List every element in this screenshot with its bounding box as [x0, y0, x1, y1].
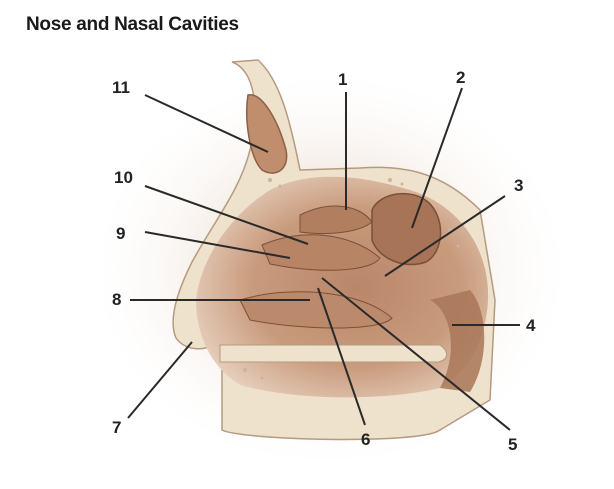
- diagram-title: Nose and Nasal Cavities: [26, 14, 239, 35]
- label-7: 7: [112, 418, 122, 437]
- frontal-sinus: [246, 94, 288, 174]
- hard-palate: [219, 344, 447, 363]
- label-11: 11: [112, 78, 130, 97]
- leader-lines: [127, 87, 520, 431]
- label-10: 10: [114, 168, 133, 187]
- label-5: 5: [508, 435, 518, 454]
- bone-texture: [243, 178, 460, 380]
- label-4: 4: [526, 316, 536, 335]
- leader-7: [127, 341, 193, 419]
- leader-3: [384, 195, 506, 277]
- middle-concha: [261, 234, 381, 271]
- leader-9: [144, 231, 291, 259]
- nasopharynx: [430, 290, 485, 392]
- label-6: 6: [361, 430, 371, 449]
- label-1: 1: [338, 70, 348, 89]
- label-3: 3: [514, 176, 524, 195]
- leader-5: [321, 277, 511, 431]
- sphenoid-sinus: [371, 192, 442, 266]
- leader-11: [144, 94, 269, 153]
- label-9: 9: [116, 224, 126, 243]
- label-2: 2: [456, 68, 466, 87]
- leader-10: [144, 185, 309, 245]
- leader-6: [317, 287, 366, 426]
- superior-concha: [299, 205, 373, 235]
- leader-2: [411, 87, 463, 229]
- label-8: 8: [112, 290, 122, 309]
